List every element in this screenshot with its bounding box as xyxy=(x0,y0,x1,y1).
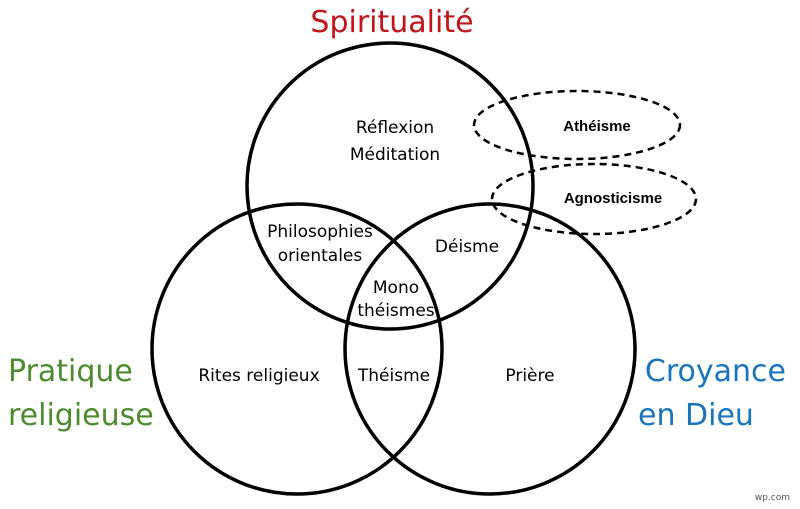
region-theismes: théismes xyxy=(357,301,434,321)
spiritualite-circle xyxy=(245,41,535,331)
region-rites-religieux: Rites religieux xyxy=(198,366,319,386)
region-priere: Prière xyxy=(505,366,554,386)
croyance-title-line1: Croyance xyxy=(645,354,786,389)
region-meditation: Méditation xyxy=(350,145,440,165)
spiritualite-title: Spiritualité xyxy=(310,5,473,40)
agnosticisme-ellipse xyxy=(490,162,698,236)
region-mono: Mono xyxy=(373,278,419,298)
region-deisme: Déisme xyxy=(435,237,499,257)
region-philosophies: Philosophies xyxy=(267,222,373,242)
credit-watermark: wp.com xyxy=(755,493,790,503)
region-theisme: Théisme xyxy=(357,366,430,386)
atheisme-label: Athéisme xyxy=(563,118,631,135)
pratique-title-line1: Pratique xyxy=(8,354,133,389)
croyance-circle xyxy=(343,202,637,496)
agnosticisme-label: Agnosticisme xyxy=(564,190,662,207)
pratique-title-line2: religieuse xyxy=(8,398,154,433)
atheisme-ellipse xyxy=(472,89,682,161)
pratique-circle xyxy=(150,202,444,496)
region-orientales: orientales xyxy=(278,246,363,266)
croyance-title-line2: en Dieu xyxy=(638,398,754,433)
region-reflexion: Réflexion xyxy=(356,118,434,138)
